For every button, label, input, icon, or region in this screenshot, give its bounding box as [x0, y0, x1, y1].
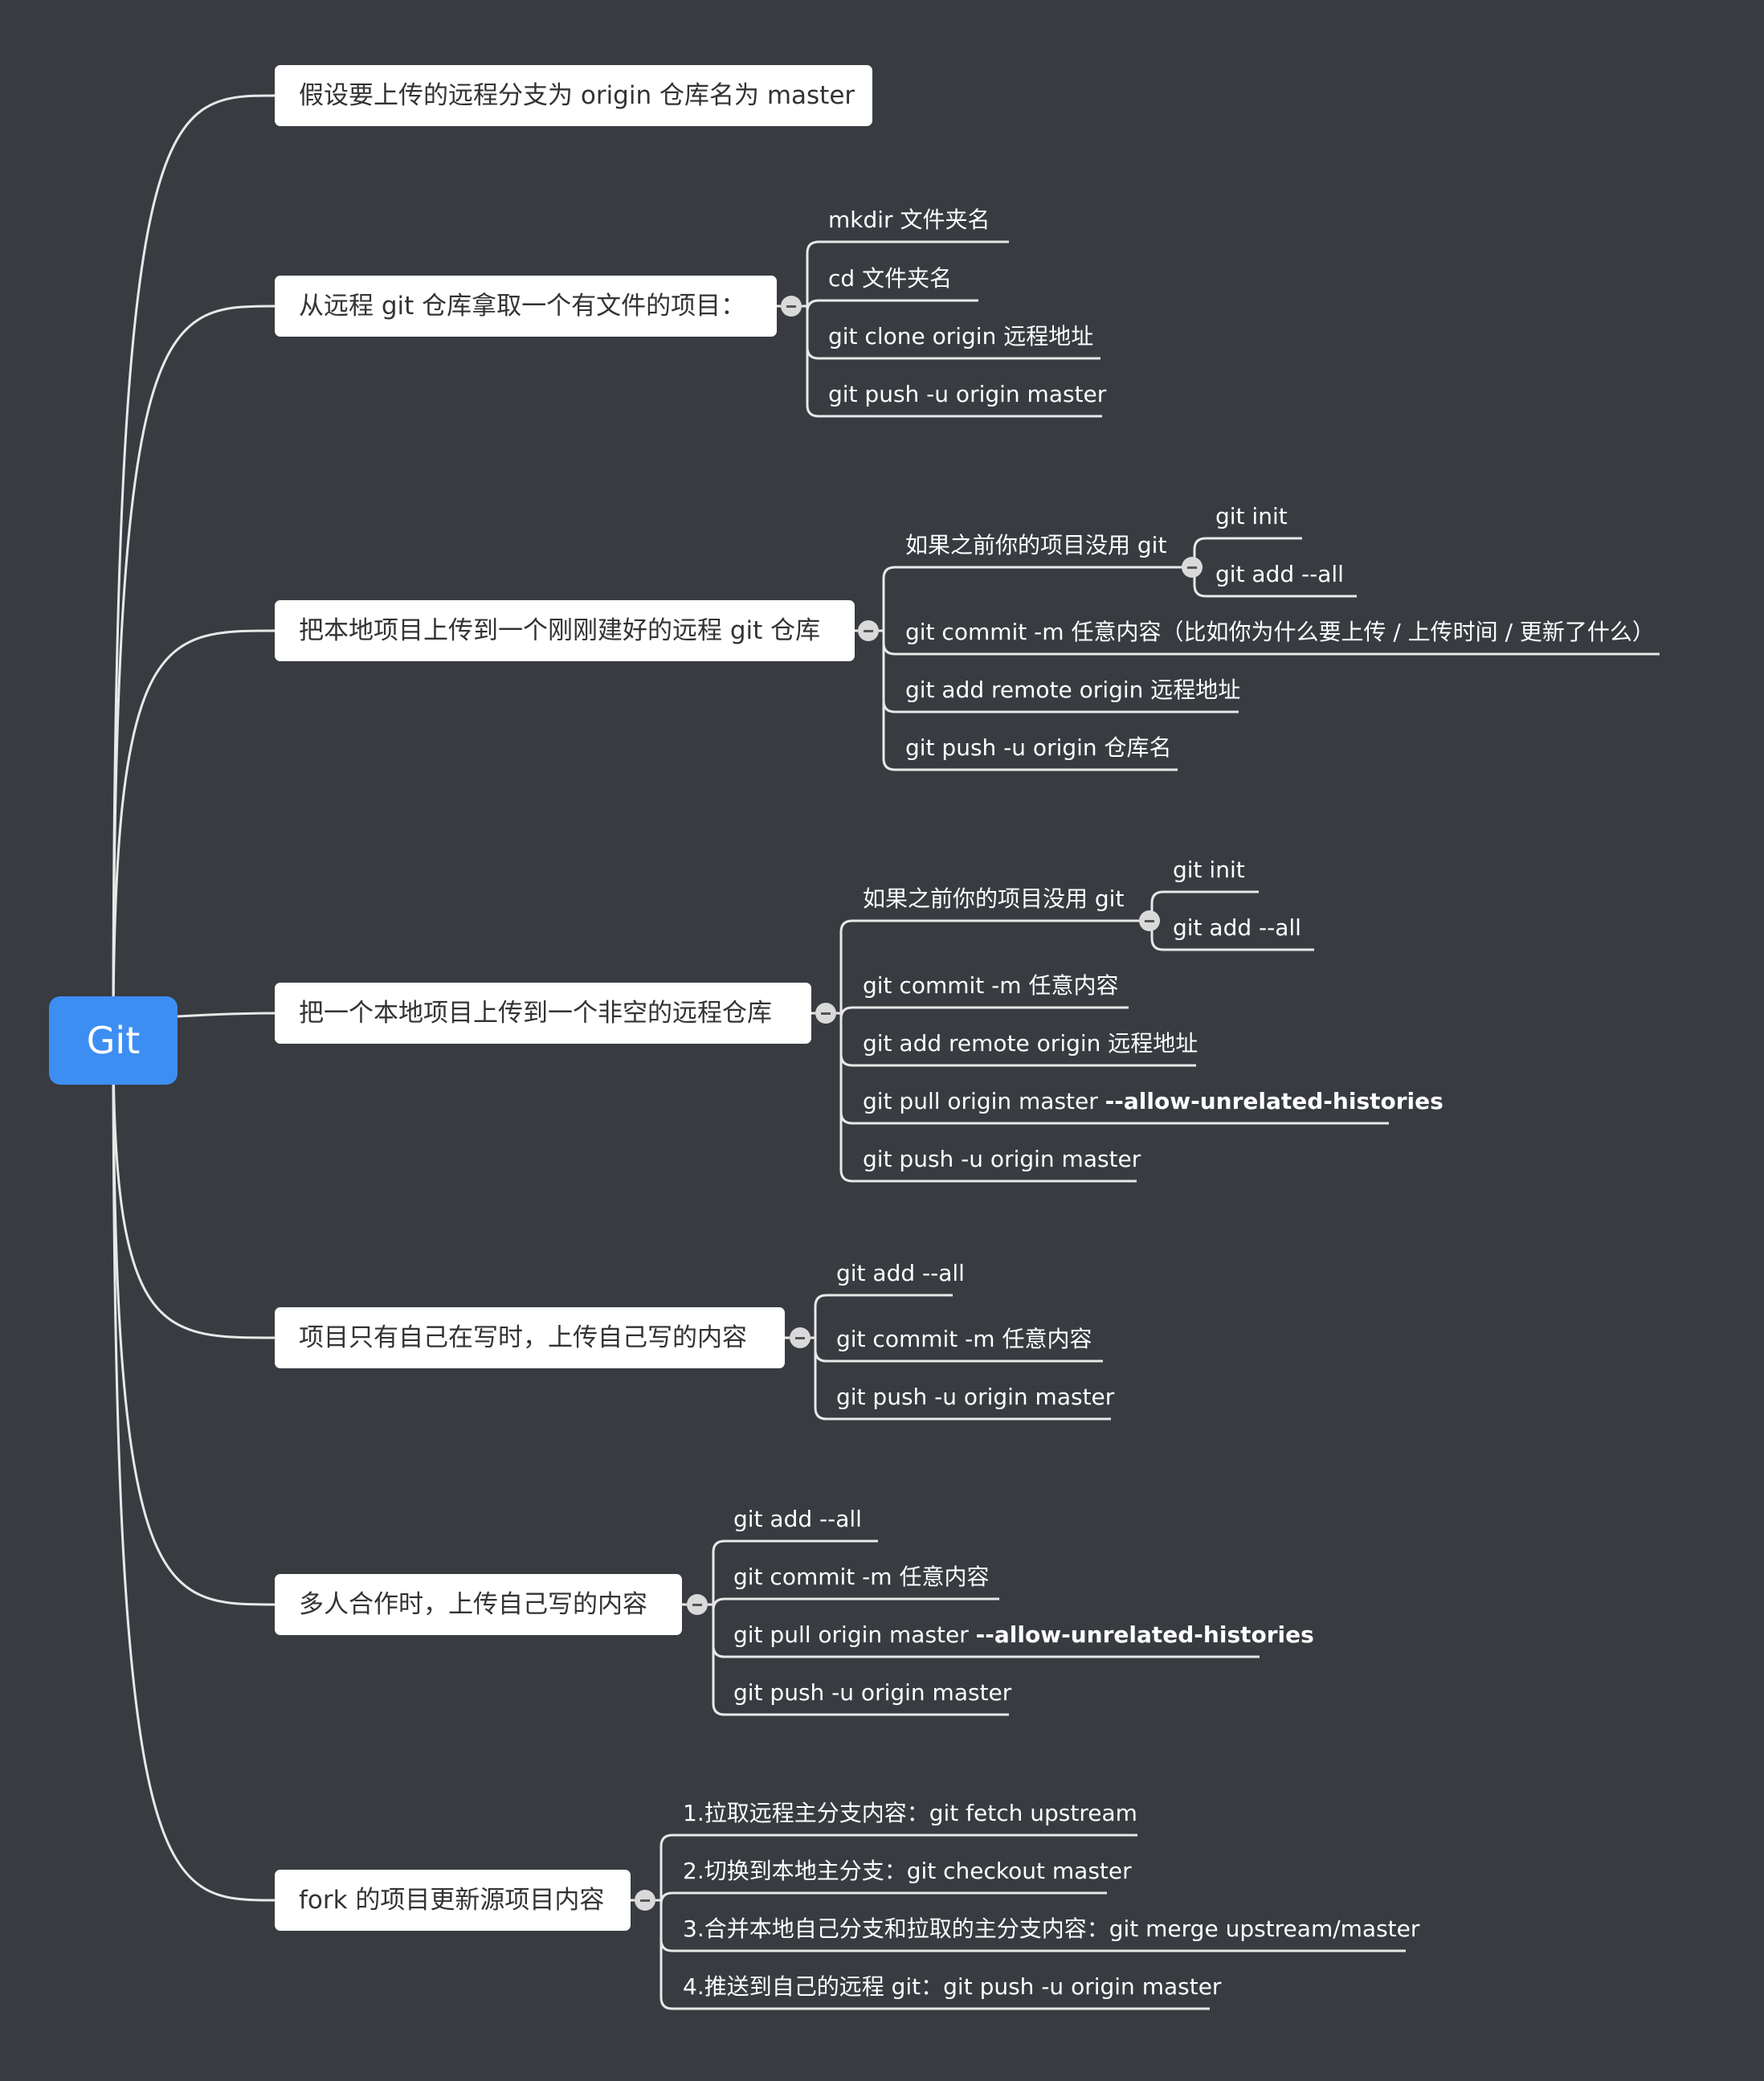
connector-line [806, 240, 1009, 306]
connector-line [112, 305, 276, 1041]
leaf-text: git pull origin master [733, 1621, 976, 1648]
root-node[interactable]: Git [49, 996, 178, 1085]
leaf-text-bold: --allow-unrelated-histories [975, 1621, 1314, 1648]
leaf-node[interactable]: git init [1215, 503, 1288, 529]
leaf-node[interactable]: git add --all [1215, 561, 1344, 587]
connector-line [112, 1040, 276, 1339]
leaf-node[interactable]: 3.合并本地自己分支和拉取的主分支内容：git merge upstream/m… [683, 1915, 1420, 1942]
leaf-node[interactable]: cd 文件夹名 [828, 265, 953, 292]
collapse-toggle[interactable] [687, 1594, 708, 1615]
topic-upload-assumption[interactable]: 假设要上传的远程分支为 origin 仓库名为 master [275, 65, 872, 126]
subtopic-node[interactable]: 如果之前你的项目没用 git [905, 532, 1167, 558]
topic-fork-sync[interactable]: fork 的项目更新源项目内容 [275, 1870, 631, 1931]
connector-line [112, 1040, 276, 1606]
connector-line [839, 919, 1144, 1013]
connector-line [814, 1338, 1111, 1421]
connector-line [839, 1013, 1137, 1183]
connector-line [712, 1597, 999, 1611]
leaf-node[interactable]: git clone origin 远程地址 [828, 323, 1094, 350]
connector-line [882, 631, 1178, 771]
connector-line [112, 1040, 276, 1902]
collapse-toggle[interactable] [1182, 557, 1203, 578]
leaf-node[interactable]: git add remote origin 远程地址 [905, 677, 1241, 703]
leaf-node[interactable]: git commit -m 任意内容 [863, 972, 1119, 999]
topic-clone-remote[interactable]: 从远程 git 仓库拿取一个有文件的项目： [275, 276, 777, 337]
connector-line [806, 306, 1102, 418]
leaf-text: git pull origin master [863, 1088, 1105, 1114]
connector-line [177, 1012, 276, 1018]
connector-line [659, 1900, 1210, 2010]
connector-line [806, 299, 978, 313]
topic-team-upload[interactable]: 多人合作时，上传自己写的内容 [275, 1574, 682, 1635]
leaf-node[interactable]: git push -u origin 仓库名 [905, 734, 1172, 761]
connector-line [1193, 567, 1357, 598]
topic-push-new-remote[interactable]: 把本地项目上传到一个刚刚建好的远程 git 仓库 [275, 600, 855, 661]
leaf-node[interactable]: git add remote origin 远程地址 [863, 1030, 1198, 1057]
connector-line [882, 566, 1186, 631]
leaf-node[interactable]: 2.切换到本地主分支：git checkout master [683, 1858, 1132, 1884]
leaf-node[interactable]: git push -u origin master [828, 381, 1107, 407]
leaf-node[interactable]: git commit -m 任意内容 [836, 1326, 1092, 1352]
connector-line [112, 94, 276, 1041]
connector-line [712, 1539, 878, 1605]
connector-line [112, 629, 276, 1041]
connector-line [839, 1006, 1129, 1020]
collapse-toggle[interactable] [781, 296, 802, 317]
topic-push-nonempty-remote[interactable]: 把一个本地项目上传到一个非空的远程仓库 [275, 983, 811, 1044]
leaf-node[interactable]: git pull origin master --allow-unrelated… [733, 1621, 1314, 1649]
leaf-node[interactable]: git push -u origin master [863, 1146, 1141, 1172]
connector-line [1150, 921, 1314, 951]
connector-line [712, 1605, 1009, 1716]
leaf-node[interactable]: 4.推送到自己的远程 git：git push -u origin master [683, 1973, 1222, 2000]
leaf-node[interactable]: mkdir 文件夹名 [828, 206, 990, 233]
collapse-toggle[interactable] [790, 1327, 811, 1348]
leaf-text-bold: --allow-unrelated-histories [1105, 1088, 1443, 1114]
connector-line [1150, 890, 1259, 921]
collapse-toggle[interactable] [635, 1890, 655, 1911]
leaf-node[interactable]: git commit -m 任意内容 [733, 1564, 990, 1590]
leaf-node[interactable]: git add --all [836, 1260, 965, 1286]
collapse-toggle[interactable] [1139, 910, 1160, 931]
connector-line [1193, 537, 1302, 567]
connector-line [659, 1834, 1137, 1900]
topic-solo-upload[interactable]: 项目只有自己在写时，上传自己写的内容 [275, 1307, 785, 1368]
leaf-node[interactable]: git add --all [1173, 914, 1301, 941]
leaf-node[interactable]: git add --all [733, 1506, 862, 1532]
leaf-node[interactable]: 1.拉取远程主分支内容：git fetch upstream [683, 1800, 1137, 1826]
leaf-node[interactable]: git push -u origin master [733, 1679, 1012, 1706]
leaf-node[interactable]: git init [1173, 857, 1245, 883]
connector-line [814, 1294, 953, 1338]
collapse-toggle[interactable] [815, 1003, 836, 1024]
connector-line [659, 1891, 1107, 1905]
collapse-toggle[interactable] [858, 620, 879, 641]
leaf-node[interactable]: git pull origin master --allow-unrelated… [863, 1088, 1443, 1115]
leaf-node[interactable]: git push -u origin master [836, 1384, 1115, 1410]
leaf-node[interactable]: git commit -m 任意内容（比如你为什么要上传 / 上传时间 / 更新… [905, 619, 1655, 645]
subtopic-node[interactable]: 如果之前你的项目没用 git [863, 885, 1125, 912]
